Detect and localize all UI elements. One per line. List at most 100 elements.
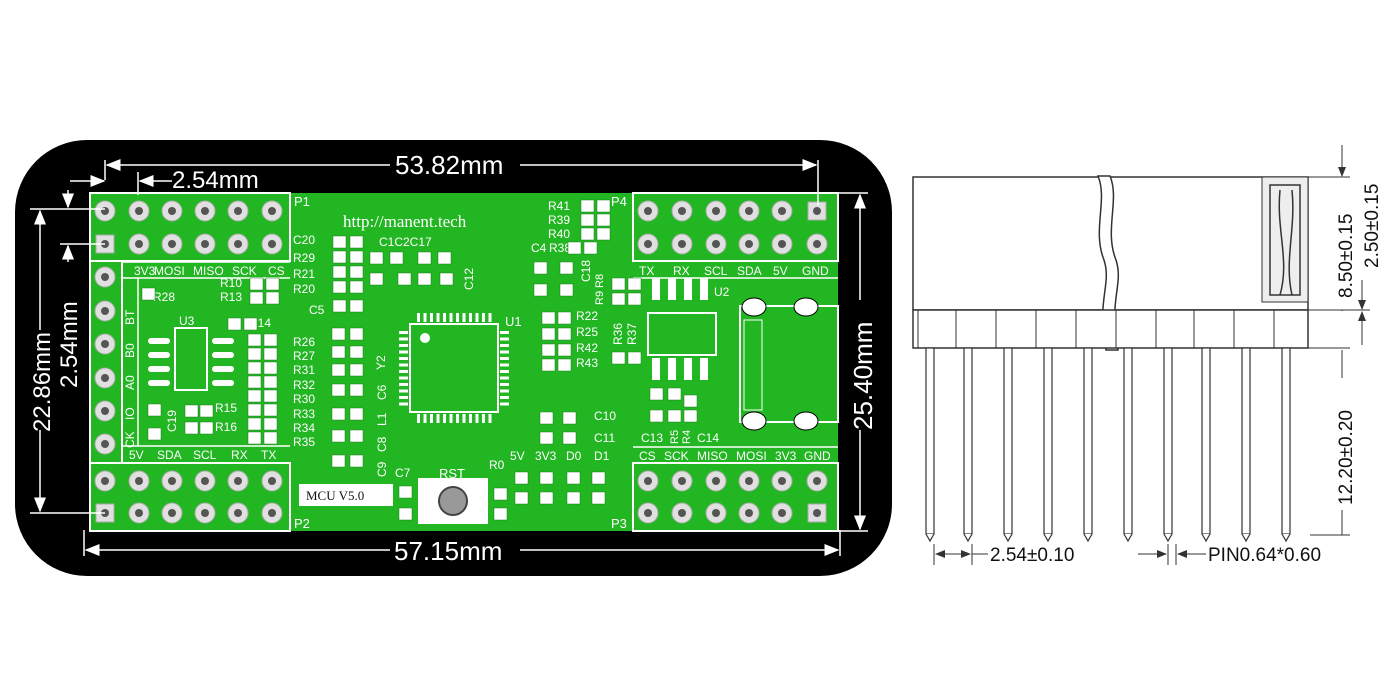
side-pin bbox=[1163, 347, 1173, 535]
pad-hole bbox=[101, 340, 109, 348]
side-pin-tip bbox=[1201, 533, 1211, 543]
side-pin bbox=[1003, 347, 1013, 535]
smd-pad bbox=[332, 299, 347, 313]
smd-pad bbox=[557, 358, 572, 372]
smd-pad bbox=[591, 491, 606, 505]
pin-label-5v-bottom: 5V bbox=[129, 448, 144, 462]
label-r31: R31 bbox=[293, 363, 315, 377]
smd-pad bbox=[349, 280, 364, 294]
pad-hole bbox=[234, 509, 242, 517]
side-pin-tip bbox=[925, 533, 935, 543]
smd-pad bbox=[247, 403, 262, 417]
u1-pin bbox=[500, 376, 509, 380]
u1-pin bbox=[423, 414, 427, 423]
pad-hole bbox=[644, 509, 652, 517]
header-p4: P4 bbox=[611, 192, 839, 262]
smd-pad bbox=[349, 407, 364, 421]
component-labels: C20 R29 R21 R20 C5 R26 R27 R31 R32 R30 R… bbox=[153, 199, 719, 480]
label-r43: R43 bbox=[576, 356, 598, 370]
pin-label-p4-5v: 5V bbox=[773, 264, 788, 278]
pad-hole bbox=[234, 477, 242, 485]
u1-pin bbox=[500, 383, 509, 386]
smd-pad bbox=[649, 409, 664, 423]
pin-label-ck: CK bbox=[123, 431, 137, 448]
pad-hole bbox=[712, 240, 720, 248]
u1-pin bbox=[500, 331, 509, 334]
smd-pad bbox=[611, 351, 626, 365]
pad-hole bbox=[168, 477, 176, 485]
label-r21: R21 bbox=[293, 267, 315, 281]
smd-pad bbox=[331, 345, 346, 359]
smd-pad bbox=[263, 333, 278, 347]
pad-hole bbox=[678, 207, 686, 215]
smd-pad bbox=[533, 261, 548, 275]
smd-pad bbox=[539, 471, 554, 485]
u3-pin bbox=[148, 366, 170, 372]
smd-pad bbox=[331, 454, 346, 468]
pin-label-p3-mosi: MOSI bbox=[736, 449, 767, 463]
smd-pad bbox=[566, 491, 581, 505]
smd-pad bbox=[349, 383, 364, 397]
dim-pitch-vertical: 2.54mm bbox=[56, 301, 83, 388]
label-r36: R36 bbox=[611, 323, 625, 345]
smd-pad bbox=[596, 199, 611, 213]
side-pin bbox=[1083, 347, 1093, 535]
smd-pad bbox=[559, 261, 574, 275]
smd-pad bbox=[265, 277, 280, 291]
u1-pin bbox=[399, 331, 408, 334]
label-r29: R29 bbox=[293, 251, 315, 265]
u3-pin bbox=[212, 366, 234, 372]
pad-hole bbox=[644, 477, 652, 485]
label-3v3: 3V3 bbox=[535, 449, 557, 463]
version-box bbox=[299, 484, 393, 506]
smd-pad bbox=[247, 375, 262, 389]
label-c7: C7 bbox=[395, 466, 411, 480]
label-r10: R10 bbox=[220, 276, 242, 290]
pin-label-tx-bottom: TX bbox=[261, 448, 276, 462]
u3-pin bbox=[212, 338, 234, 344]
pin-label-bt: BT bbox=[123, 309, 137, 325]
pad-hole bbox=[101, 477, 109, 485]
u1-pin bbox=[417, 313, 420, 322]
pad-hole bbox=[268, 240, 276, 248]
label-c6: C6 bbox=[375, 384, 389, 400]
label-r15: R15 bbox=[215, 401, 237, 415]
pin-label-p3-gnd: GND bbox=[804, 449, 831, 463]
label-r42: R42 bbox=[576, 341, 598, 355]
smd-pad bbox=[332, 265, 347, 279]
u1-pin bbox=[399, 344, 408, 347]
side-pin-tip bbox=[1123, 533, 1133, 543]
dim-total-width: 57.15mm bbox=[394, 536, 502, 566]
smd-pad bbox=[627, 277, 642, 291]
u1-pin bbox=[500, 344, 509, 347]
pad-hole bbox=[678, 477, 686, 485]
pad-hole bbox=[101, 374, 109, 382]
pad-hole bbox=[168, 240, 176, 248]
side-pin bbox=[1201, 347, 1211, 535]
u1-pin bbox=[482, 313, 485, 322]
label-u3: U3 bbox=[179, 314, 195, 328]
pad-hole bbox=[778, 240, 786, 248]
pad-hole bbox=[101, 307, 109, 315]
dimension-lines: 53.82mm 2.54mm 57.15mm 22.86mm 2.54mm 25… bbox=[29, 150, 878, 566]
label-r5: R5 bbox=[669, 430, 681, 444]
smd-pad bbox=[398, 485, 413, 499]
usb-connector bbox=[739, 297, 839, 431]
label-r41: R41 bbox=[548, 199, 570, 213]
smd-pad bbox=[349, 429, 364, 443]
pin-label-mosi-top: MOSI bbox=[154, 264, 185, 278]
smd-pad bbox=[514, 491, 529, 505]
u1-pin bbox=[500, 350, 509, 354]
side-pin-tip bbox=[963, 533, 973, 543]
u1-pin bbox=[462, 313, 466, 322]
label-r26: R26 bbox=[293, 335, 315, 349]
pad-hole bbox=[201, 207, 209, 215]
u1-pin bbox=[443, 313, 446, 322]
pad-hole bbox=[135, 240, 143, 248]
smd-pad bbox=[627, 351, 642, 365]
smd-pad bbox=[331, 407, 346, 421]
label-r35: R35 bbox=[293, 435, 315, 449]
smd-pad bbox=[349, 299, 364, 313]
smd-pad bbox=[417, 251, 432, 265]
smd-pad bbox=[580, 199, 595, 213]
